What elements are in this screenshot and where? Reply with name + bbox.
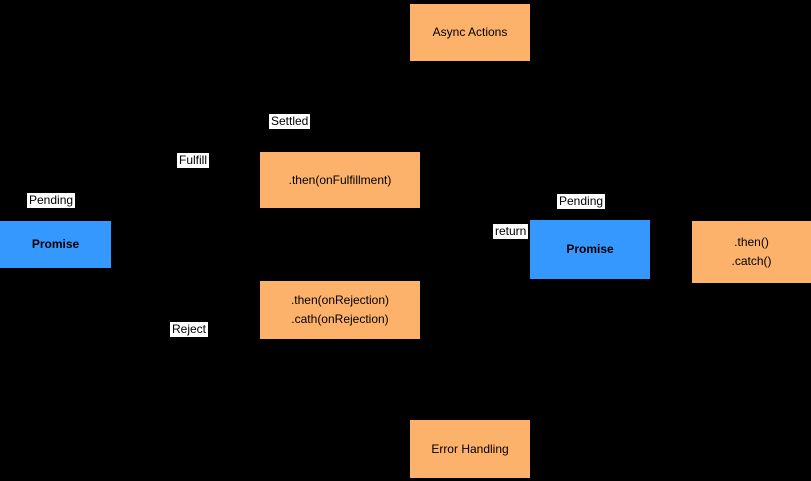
edge-label-settled[interactable]: Settled [269, 114, 311, 129]
node-label: Promise [31, 237, 80, 252]
node-label-line2: .catch() [731, 254, 772, 268]
node-then-onfulfillment[interactable]: .then(onFulfillment) [260, 152, 420, 208]
node-label-line1: .then() [734, 235, 769, 250]
edge-label-fulfill[interactable]: Fulfill [177, 153, 210, 168]
edge-label-return[interactable]: return [493, 224, 529, 239]
node-then-catch[interactable]: .then() .catch() [692, 221, 811, 283]
node-label: Async Actions [432, 25, 508, 40]
node-label: .then(onFulfillment) [288, 172, 392, 187]
edge-label-reject[interactable]: Reject [170, 322, 209, 337]
node-then-onrejection[interactable]: .then(onRejection) .cath(onRejection) [260, 281, 420, 339]
node-label: Promise [566, 242, 614, 257]
node-label-line2: .cath(onRejection) [291, 312, 389, 326]
edge-label-pending-right[interactable]: Pending [557, 194, 606, 209]
node-promise-left[interactable]: Promise [0, 221, 111, 268]
node-async-actions[interactable]: Async Actions [410, 4, 530, 61]
node-label: Error Handling [431, 441, 509, 456]
node-label-line1: .then(onRejection) [290, 293, 390, 308]
node-promise-right[interactable]: Promise [530, 220, 650, 279]
node-error-handling[interactable]: Error Handling [410, 420, 530, 478]
edge-label-pending-left[interactable]: Pending [27, 193, 76, 208]
